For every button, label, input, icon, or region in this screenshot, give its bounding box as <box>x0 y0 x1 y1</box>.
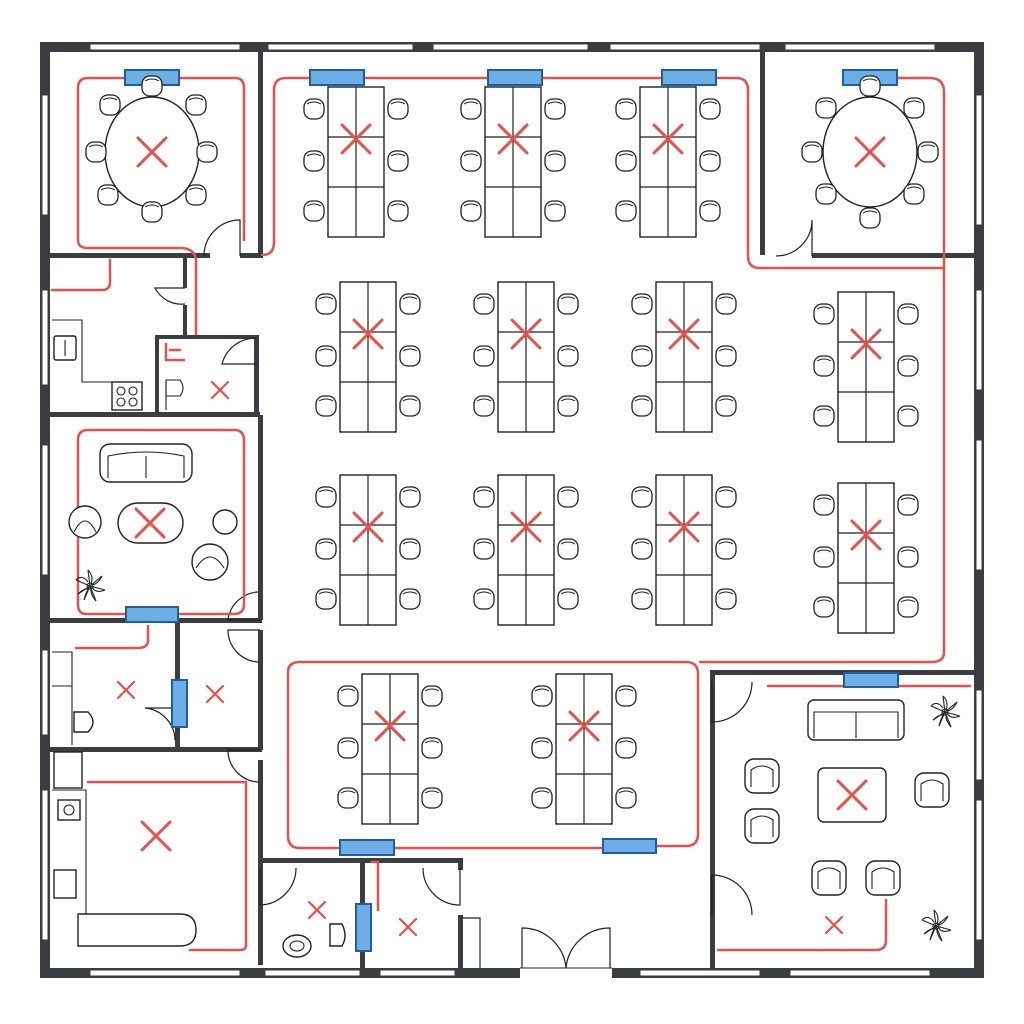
wall-unit <box>355 903 372 952</box>
desk-cluster <box>474 282 578 432</box>
desk-cluster <box>632 475 736 625</box>
heating-pipes <box>50 76 972 952</box>
wc-south <box>282 900 418 958</box>
doors <box>144 219 813 969</box>
wall-unit <box>661 69 717 86</box>
wc-mid <box>52 651 225 745</box>
wall-unit <box>125 606 179 623</box>
wall-unit <box>339 839 395 856</box>
desk-cluster <box>474 475 578 625</box>
lounge-west <box>68 443 238 602</box>
desk-cluster <box>461 87 565 237</box>
project-room <box>338 674 636 824</box>
desk-cluster <box>316 282 420 432</box>
wall-unit <box>602 838 657 854</box>
desk-cluster <box>814 483 918 633</box>
meeting-room-nw <box>85 75 218 223</box>
wall-unit <box>487 69 543 86</box>
kitchen-south <box>52 751 197 947</box>
wc-upper <box>164 342 230 410</box>
desk-cluster <box>338 674 442 824</box>
desk-cluster <box>532 674 636 824</box>
wall-unit <box>309 69 365 86</box>
outer-walls <box>40 42 984 980</box>
kitchenette <box>52 319 143 411</box>
desk-cluster <box>814 292 918 442</box>
desk-cluster <box>632 282 736 432</box>
wall-unit <box>843 672 899 688</box>
desk-cluster <box>304 87 408 237</box>
desk-cluster <box>616 87 720 237</box>
desk-cluster <box>316 475 420 625</box>
wall-units <box>124 69 899 952</box>
lounge-east <box>744 695 961 942</box>
wall-unit <box>171 679 188 728</box>
meeting-room-ne <box>801 75 939 229</box>
